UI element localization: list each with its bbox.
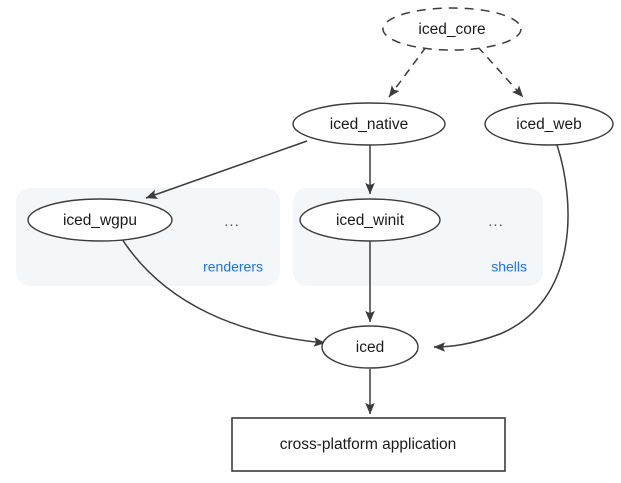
renderers-ellipsis: ... — [224, 213, 240, 230]
iced-native-ellipse[interactable] — [292, 102, 446, 146]
renderers-group-label: renderers — [203, 259, 263, 275]
node-iced-core[interactable]: iced_core — [382, 7, 522, 51]
edge-iced-web-to-iced — [433, 144, 569, 352]
iced-web-ellipse[interactable] — [484, 102, 614, 146]
edge-iced-core-to-iced-native — [388, 46, 427, 98]
iced-native-label: iced_native — [330, 116, 408, 133]
edge-iced-native-to-iced-wgpu — [145, 140, 308, 199]
edge-iced-wgpu-to-iced — [121, 238, 326, 347]
application-box[interactable] — [231, 417, 506, 472]
node-iced-native[interactable]: iced_native — [292, 102, 446, 146]
node-iced-wgpu[interactable]: iced_wgpu — [27, 198, 173, 242]
iced-core-ellipse[interactable] — [382, 7, 522, 51]
application-label: cross-platform application — [280, 436, 457, 453]
iced-winit-label: iced_winit — [336, 212, 405, 229]
iced-wgpu-label: iced_wgpu — [63, 212, 137, 229]
iced-core-label: iced_core — [418, 21, 485, 38]
node-iced[interactable]: iced — [321, 325, 419, 369]
iced-web-label: iced_web — [516, 116, 582, 133]
shells-ellipsis: ... — [488, 213, 504, 230]
iced-winit-ellipse[interactable] — [299, 198, 441, 242]
iced-wgpu-ellipse[interactable] — [27, 198, 173, 242]
node-iced-web[interactable]: iced_web — [484, 102, 614, 146]
iced-ellipse[interactable] — [321, 325, 419, 369]
shells-group-label: shells — [491, 259, 527, 275]
iced-label: iced — [356, 339, 384, 356]
node-cross-platform-application[interactable]: cross-platform application — [231, 417, 506, 472]
edge-iced-core-to-iced-web — [477, 46, 524, 98]
node-iced-winit[interactable]: iced_winit — [299, 198, 441, 242]
